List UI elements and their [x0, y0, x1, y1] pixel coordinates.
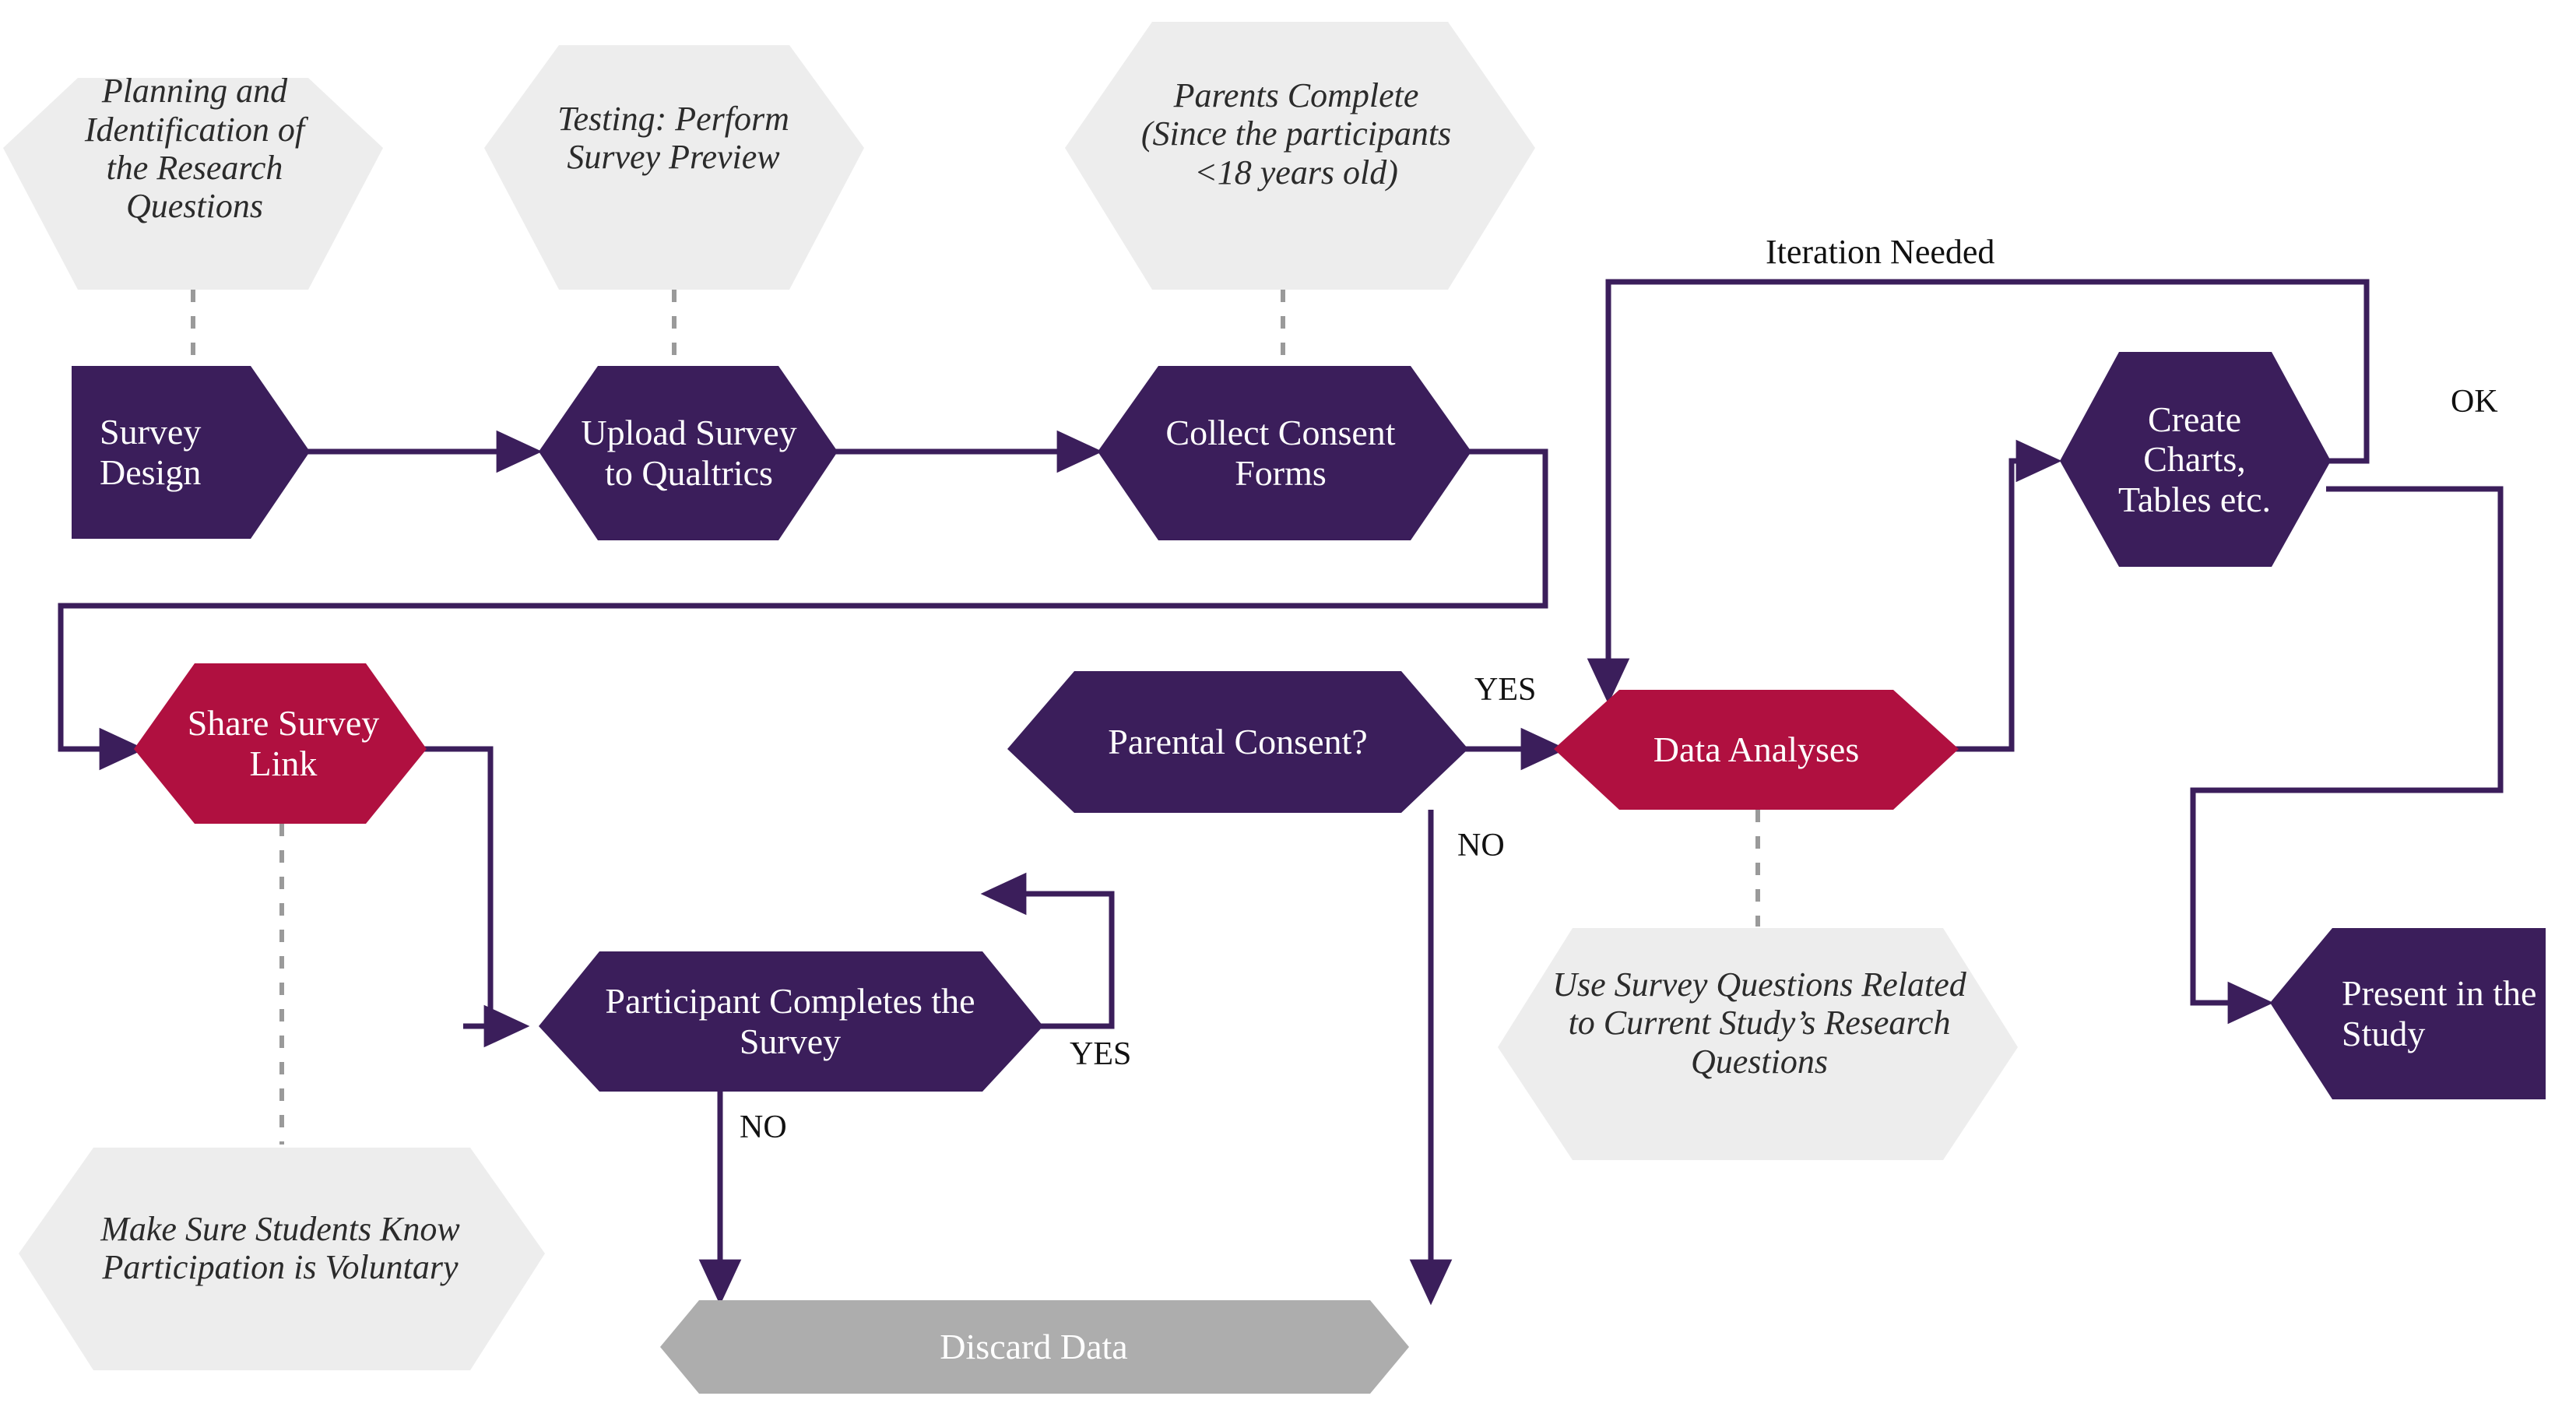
edge-analyses-to-charts — [1956, 439, 2062, 752]
edge-collect-to-share — [58, 448, 1548, 771]
shape-survey-design — [72, 366, 310, 539]
label-completes-no: NO — [740, 1109, 787, 1145]
label-completes-yes: YES — [1070, 1036, 1132, 1072]
shape-collect-consent — [1098, 366, 1471, 540]
edge-share-to-participant — [424, 746, 494, 1029]
note-shape-questions — [1498, 928, 2018, 1160]
shape-data-analyses — [1554, 690, 1959, 810]
label-iteration-needed: Iteration Needed — [1766, 233, 1995, 271]
note-shape-testing — [484, 45, 864, 290]
note-shape-planning — [3, 78, 383, 290]
shape-participant-completes — [539, 951, 1043, 1092]
shape-upload-qualtrics — [539, 366, 838, 540]
shape-share-survey-link — [134, 663, 427, 824]
label-consent-yes: YES — [1474, 672, 1537, 708]
edge-charts-ok-to-present — [2190, 486, 2504, 1025]
shape-present-study — [2270, 928, 2546, 1099]
shape-parental-consent — [1007, 671, 1468, 813]
label-ok: OK — [2451, 384, 2498, 420]
label-consent-no: NO — [1457, 828, 1505, 863]
edge-participant-yes-to-consent — [980, 872, 1115, 1029]
edge-charts-iteration-to-analyses — [1587, 279, 2370, 705]
shape-discard-data — [660, 1300, 1409, 1394]
note-shape-parents — [1065, 22, 1535, 290]
shape-create-charts — [2060, 352, 2331, 567]
note-shape-voluntary — [19, 1148, 545, 1370]
